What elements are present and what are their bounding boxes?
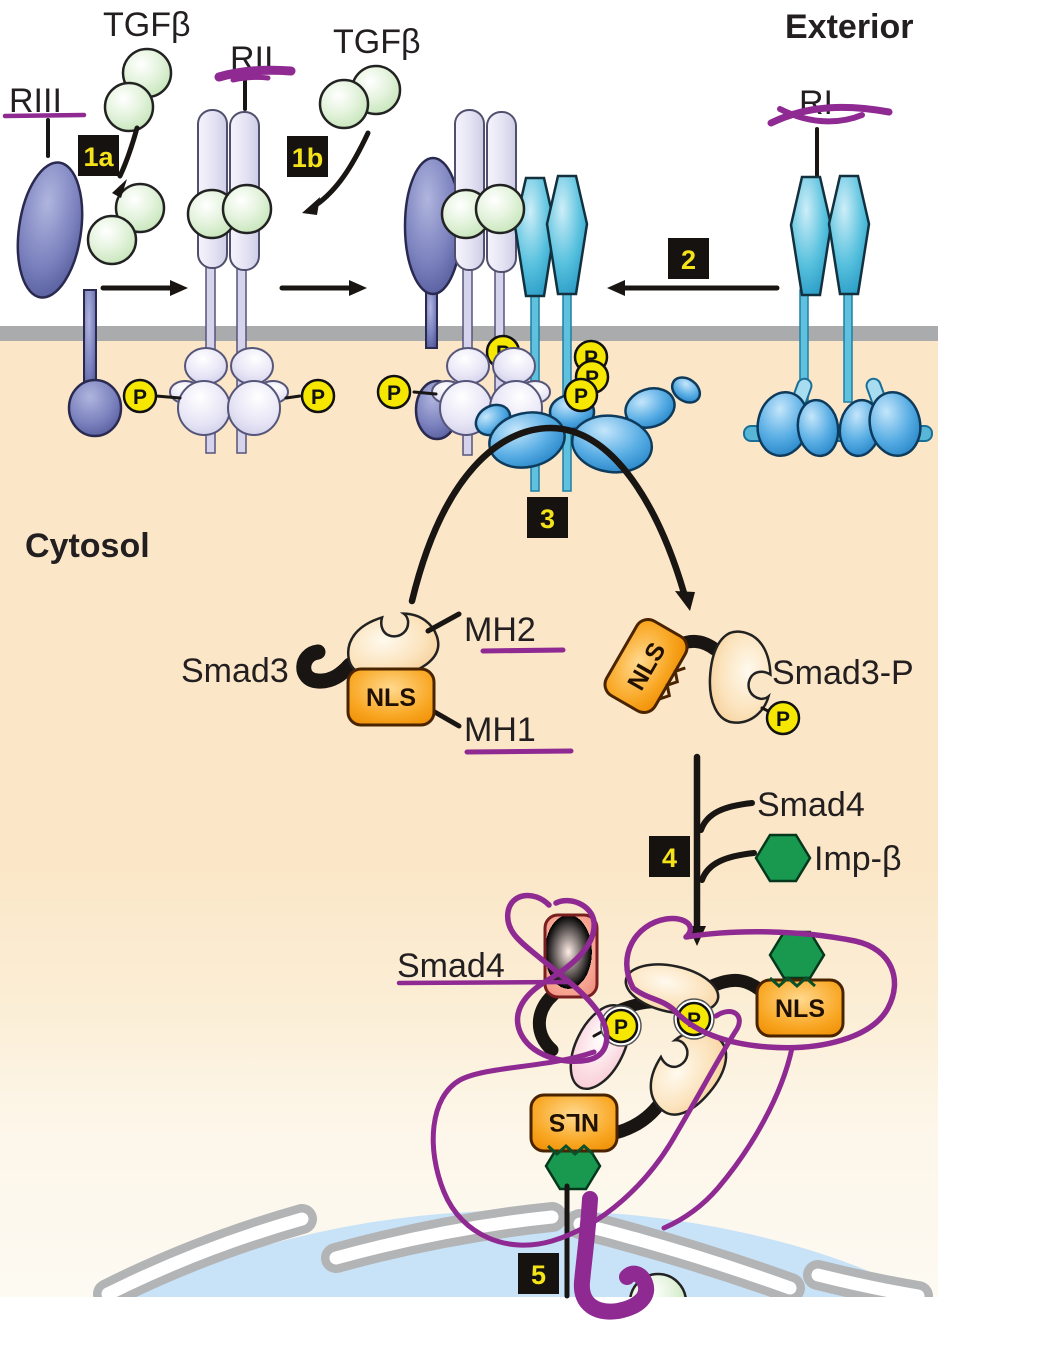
import-arrow-mark xyxy=(573,1191,655,1320)
step-label-1a: 1a xyxy=(83,142,114,172)
label-tgfb-1: TGFβ xyxy=(103,6,191,44)
label-smad3: Smad3 xyxy=(181,652,289,690)
phosphate-badge: P xyxy=(376,374,412,410)
mh1-underline-mark xyxy=(464,748,574,755)
svg-text:P: P xyxy=(387,382,401,405)
smad-import-complex: NLS NLS P P xyxy=(529,913,845,1191)
circle-mark-tail xyxy=(661,1045,795,1231)
arrow-3-arc xyxy=(408,424,695,611)
arrow-1a xyxy=(112,125,140,198)
label-smad4-complex: Smad4 xyxy=(397,947,505,985)
step-label-5: 5 xyxy=(531,1260,546,1290)
phosphate-badge: P xyxy=(600,1005,642,1047)
phosphate-badge: P xyxy=(765,700,801,736)
mh2-underline-mark xyxy=(480,647,566,654)
ri-kinase-domains xyxy=(743,377,933,458)
circle-mark-smad4 xyxy=(505,892,610,1064)
riii-underline-mark xyxy=(2,112,87,119)
circle-mark-nls-importin xyxy=(624,915,898,1051)
svg-text:NLS: NLS xyxy=(549,1108,599,1136)
step-label-4: 4 xyxy=(662,843,677,873)
label-smad4-recruit: Smad4 xyxy=(757,786,865,824)
step-box-5: 5 xyxy=(518,1253,559,1294)
rii-highlight-mark xyxy=(214,65,296,83)
label-exterior: Exterior xyxy=(785,8,914,46)
riii-receptor xyxy=(16,118,123,438)
hand-annotations xyxy=(2,65,898,1320)
svg-text:P: P xyxy=(614,1016,628,1039)
circle-mark-complex xyxy=(430,1009,742,1248)
step-label-3: 3 xyxy=(540,504,555,534)
label-cytosol: Cytosol xyxy=(25,527,150,565)
step-label-2: 2 xyxy=(681,245,696,275)
label-mh2: MH2 xyxy=(464,611,536,649)
smad3-inactive: NLS xyxy=(296,607,462,729)
ri-kinase-active xyxy=(474,376,702,474)
ri-strike-mark xyxy=(767,103,893,127)
svg-text:NLS: NLS xyxy=(366,684,416,712)
smad3p-nls-box: NLS xyxy=(598,613,694,719)
step-label-1b: 1b xyxy=(292,143,324,173)
complex-cytoplasmic-domains: P P P P P xyxy=(376,334,702,474)
arrow-right-1 xyxy=(100,280,188,296)
svg-text:P: P xyxy=(776,708,790,731)
nls-box-bottom: NLS xyxy=(529,1093,619,1191)
label-smad3-p: Smad3-P xyxy=(772,654,914,692)
nls-box-importin-docked: NLS xyxy=(755,930,845,1038)
smad3-phosphorylated: NLS P xyxy=(598,613,801,736)
phosphate-badge: P xyxy=(122,378,158,414)
arrow-right-2 xyxy=(279,280,367,296)
svg-text:P: P xyxy=(133,386,147,409)
tgfb-dimer-on-rii xyxy=(186,183,273,240)
svg-text:P: P xyxy=(574,385,588,408)
step-box-4: 4 xyxy=(649,836,690,877)
label-imp-beta: Imp-β xyxy=(814,840,902,878)
nuclear-envelope xyxy=(93,1202,933,1297)
ri-receptor-pair xyxy=(743,127,933,458)
cytosol-background xyxy=(0,341,938,1297)
label-tgfb-2: TGFβ xyxy=(333,23,421,61)
arrow-1b xyxy=(302,130,371,215)
label-mh1: MH1 xyxy=(464,711,536,749)
phosphate-badge: P xyxy=(563,377,599,413)
arrow-2 xyxy=(607,280,780,296)
step-box-2: 2 xyxy=(668,238,709,279)
step-box-1b: 1b xyxy=(287,136,328,177)
svg-text:P: P xyxy=(311,386,325,409)
step-box-3: 3 xyxy=(527,497,568,538)
phosphate-badge: P xyxy=(300,378,336,414)
smad3-mh1-nls-box: NLS xyxy=(346,667,436,727)
nucleus xyxy=(93,1202,933,1297)
step-box-1a: 1a xyxy=(78,135,119,176)
rii-kinase-domains: P P xyxy=(122,347,336,436)
svg-text:NLS: NLS xyxy=(775,995,825,1023)
